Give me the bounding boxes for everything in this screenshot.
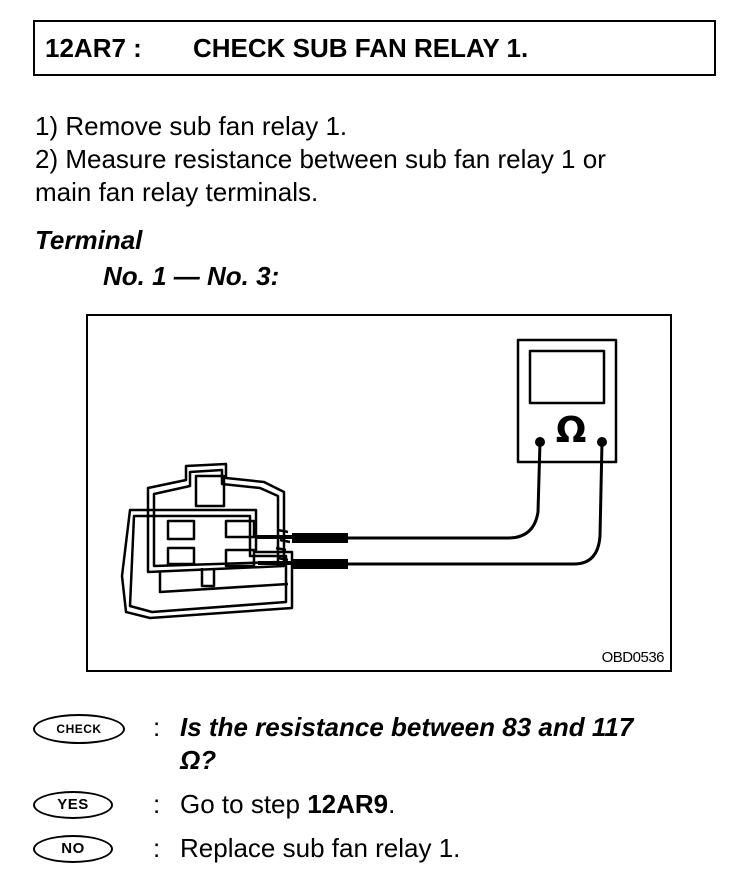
ohmmeter-display bbox=[528, 349, 606, 405]
relay-diagram: Ω OBD0536 bbox=[86, 314, 672, 672]
relay-socket-4 bbox=[224, 548, 256, 568]
yes-text-suffix: . bbox=[388, 789, 396, 819]
figure-id: OBD0536 bbox=[601, 649, 665, 666]
test-lead-1 bbox=[344, 441, 542, 540]
check-question: Is the resistance between 83 and 117 Ω? bbox=[180, 711, 752, 777]
check-badge: CHECK bbox=[33, 714, 125, 744]
relay-tab bbox=[200, 568, 216, 588]
meter-jack-left bbox=[535, 437, 545, 447]
instruction-step-2: 2) Measure resistance between sub fan re… bbox=[35, 144, 606, 174]
instruction-step-1: 1) Remove sub fan relay 1. bbox=[35, 111, 348, 141]
no-text: Replace sub fan relay 1. bbox=[180, 833, 461, 863]
check-colon: : bbox=[153, 712, 161, 742]
relay-socket-2 bbox=[224, 519, 256, 539]
ohm-symbol: Ω bbox=[556, 410, 587, 451]
relay-diagram-svg: Ω bbox=[120, 338, 618, 620]
test-lead-2 bbox=[344, 441, 604, 566]
check-question-line-1: Is the resistance between 83 and 117 bbox=[180, 712, 634, 742]
step-title: CHECK SUB FAN RELAY 1. bbox=[193, 33, 529, 63]
probe-1 bbox=[292, 533, 348, 543]
relay-body-inner bbox=[152, 468, 280, 568]
relay-base bbox=[120, 508, 294, 620]
relay-latch bbox=[194, 474, 226, 508]
step-header: 12AR7 : CHECK SUB FAN RELAY 1. bbox=[33, 20, 716, 76]
probe-1-needle bbox=[256, 535, 296, 539]
no-colon: : bbox=[153, 833, 161, 863]
yes-text-prefix: Go to step bbox=[180, 789, 308, 819]
instructions: 1) Remove sub fan relay 1. 2) Measure re… bbox=[35, 110, 735, 209]
relay-lower-edge bbox=[158, 572, 289, 594]
yes-colon: : bbox=[153, 789, 161, 819]
relay-socket-1 bbox=[166, 519, 196, 541]
meter-jack-right bbox=[597, 437, 607, 447]
instruction-step-2-cont: main fan relay terminals. bbox=[35, 177, 319, 207]
yes-step-ref[interactable]: 12AR9 bbox=[307, 789, 389, 819]
yes-text: Go to step 12AR9. bbox=[180, 788, 752, 821]
probe-2 bbox=[292, 559, 348, 569]
step-code: 12AR7 : bbox=[45, 33, 142, 63]
relay-body bbox=[146, 462, 286, 574]
terminal-label: Terminal bbox=[35, 225, 143, 255]
ohmmeter-body bbox=[516, 338, 618, 464]
yes-badge: YES bbox=[33, 791, 113, 819]
relay-hatch bbox=[275, 528, 291, 562]
probe-2-needle bbox=[258, 561, 296, 565]
no-badge: NO bbox=[33, 835, 113, 863]
relay-base-inner bbox=[128, 514, 288, 614]
check-question-line-2: Ω? bbox=[180, 745, 217, 775]
terminal-pair: No. 1 — No. 3: bbox=[103, 261, 280, 291]
relay-socket-3 bbox=[166, 546, 196, 566]
